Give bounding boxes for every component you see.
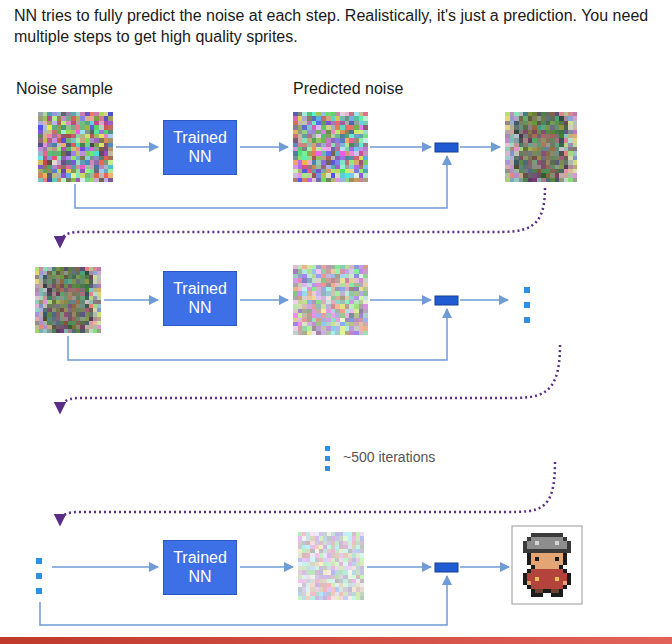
ellipsis-dots [36,287,530,594]
footer-bar [0,637,672,644]
predicted-noise-image [293,265,368,335]
predicted-noise-image [298,532,364,600]
skip-line [75,156,447,208]
title-text: NN tries to fully predict the noise at e… [14,6,658,48]
predicted-noise-image [293,112,368,182]
flow-arrow [370,299,431,301]
box-label: Trained NN [170,548,230,586]
subtract-ops [435,143,458,572]
network-box: Trained NN [163,271,237,326]
loop-back-lines [60,188,560,524]
flow-arrow [460,146,500,148]
column-label: Noise sample [16,80,113,98]
skip-line [40,576,447,625]
box-label: Trained NN [170,279,230,317]
flow-arrow [240,299,288,301]
box-label: Trained NN [170,128,230,166]
flow-arrow [460,299,508,301]
denoised-image [505,112,577,182]
network-box: Trained NN [163,120,237,175]
noise-sample-image [38,112,113,182]
loop-arrow [60,188,545,246]
column-label: Predicted noise [293,80,403,98]
flow-arrow [104,299,158,301]
iteration-note: ~500 iterations [343,449,435,465]
flow-arrow [370,146,431,148]
loop-arrow [60,345,560,412]
skip-line [68,309,447,360]
flow-lines [40,147,509,625]
final-sprite [515,533,579,597]
noise-images [35,112,582,604]
network-box: Trained NN [163,540,237,595]
flow-arrow [240,146,288,148]
flow-arrow [367,566,431,568]
flow-arrow [460,566,509,568]
denoised-image [35,267,101,333]
flow-arrow [52,566,158,568]
loop-arrow [60,462,555,524]
flow-arrow [240,566,293,568]
sprite-frame [512,526,582,604]
flow-arrow [116,146,158,148]
